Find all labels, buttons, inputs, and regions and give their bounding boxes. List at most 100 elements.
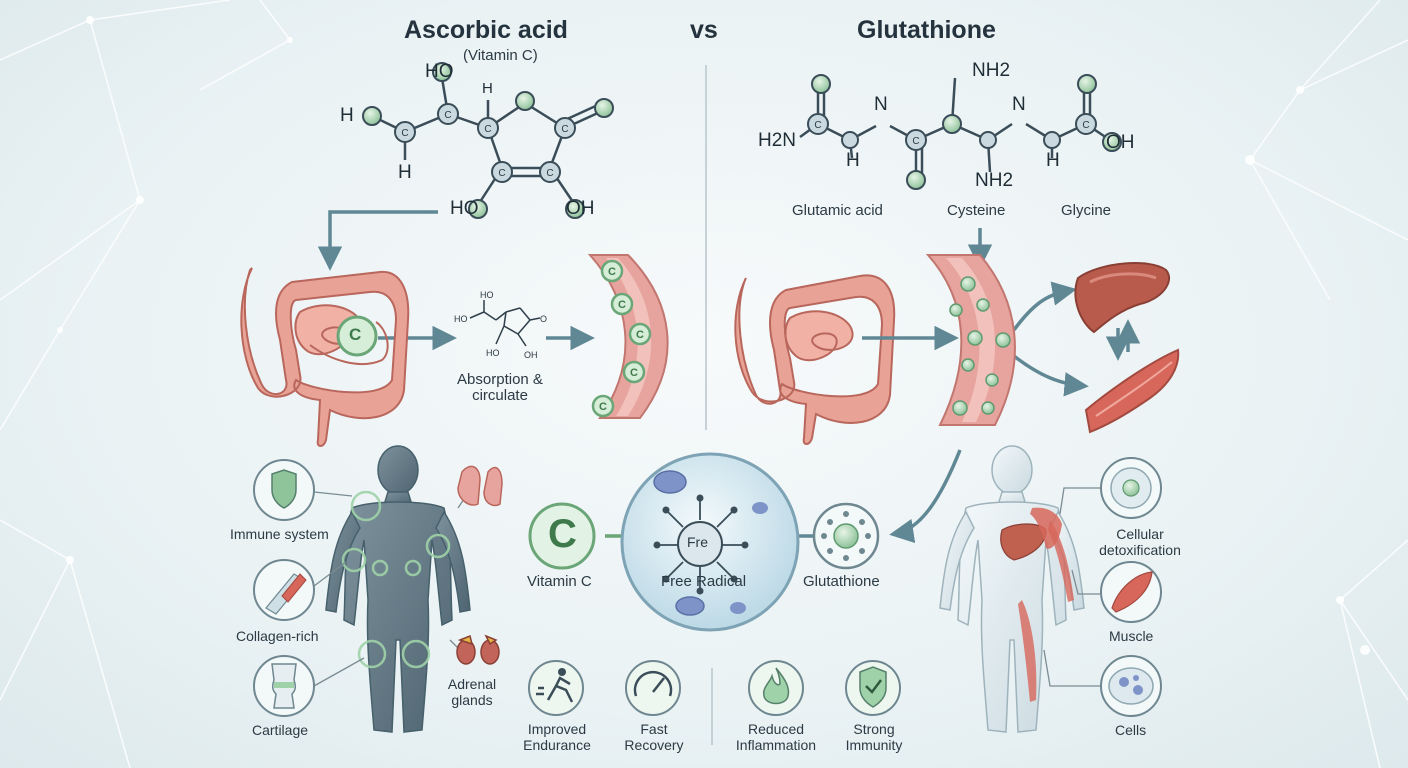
benefit-4-line-2: Immunity [845, 737, 903, 753]
mini-oh-bottom: OH [524, 350, 538, 360]
label-vitamin-c: Vitamin C [527, 573, 592, 590]
atom-h-left: H [340, 105, 354, 126]
benefit-3-line-2: Inflammation [735, 737, 817, 753]
atom-nh2-bottom: NH2 [975, 170, 1014, 191]
vitc-particle-3: C [636, 329, 644, 341]
adrenal-organ [456, 634, 500, 665]
amino-glutamic-acid: Glutamic acid [792, 202, 883, 219]
atom-n-1: N [874, 94, 888, 115]
callout-cartilage [253, 655, 315, 717]
label-immune-system: Immune system [230, 526, 329, 542]
mini-molecule [469, 300, 541, 347]
atom-oh-bottom: OH [566, 198, 595, 219]
lungs-organ [457, 465, 503, 507]
glutathione-atoms [807, 74, 1122, 190]
vitc-particles [591, 259, 652, 418]
svg-text:C: C [484, 124, 491, 135]
benefit-inflammation-icon [748, 660, 804, 716]
vitc-particle-2: C [618, 299, 626, 311]
vitamin-c-badge [528, 502, 596, 570]
ascorbic-atoms [362, 62, 614, 219]
atom-h-1: H [846, 150, 860, 171]
atom-h-bottom: H [398, 162, 412, 183]
benefit-4-line-1: Strong [853, 721, 895, 737]
callout-cells [1100, 655, 1162, 717]
svg-text:C: C [546, 168, 553, 179]
vitamin-c-symbol: C [548, 512, 577, 556]
atom-h-top: H [482, 80, 493, 97]
svg-text:C: C [444, 110, 451, 121]
atom-n-2: N [1012, 94, 1026, 115]
atom-ho-top: HO [425, 61, 454, 82]
atom-oh: OH [1106, 132, 1135, 153]
glutathione-particles [949, 276, 1011, 416]
body-right-organs [1000, 507, 1074, 702]
title-vs: vs [690, 16, 718, 44]
benefit-endurance-icon [528, 660, 584, 716]
blood-vessel-left [587, 254, 669, 419]
absorption-line-2: circulate [472, 387, 528, 404]
amino-cysteine: Cysteine [947, 202, 1006, 219]
mini-o: O [540, 314, 547, 324]
atom-h-2: H [1046, 150, 1060, 171]
intestine-right [734, 274, 896, 445]
atom-h2n: H2N [758, 130, 797, 151]
absorption-label: Absorption & circulate [457, 372, 543, 404]
svg-text:C: C [498, 168, 505, 179]
label-cellular-detoxification: Cellular detoxification [1099, 526, 1181, 558]
callout-muscle [1100, 561, 1162, 623]
label-adrenal-glands: Adrenal glands [448, 676, 496, 708]
benefit-improved-endurance: Improved Endurance [523, 721, 591, 753]
label-cartilage: Cartilage [252, 722, 309, 738]
label-muscle: Muscle [1109, 628, 1154, 644]
mini-ho-left: HO [454, 314, 468, 324]
callout-immune [253, 459, 315, 521]
benefit-fast-recovery: Fast Recovery [624, 721, 683, 753]
liver-organ [1074, 262, 1170, 334]
amino-glycine: Glycine [1061, 202, 1112, 219]
label-cells: Cells [1115, 722, 1147, 738]
mini-ho-top: HO [480, 290, 494, 300]
benefit-2-line-2: Recovery [624, 737, 684, 753]
adrenal-line-1: Adrenal [447, 676, 497, 692]
atom-nh2-top: NH2 [972, 60, 1011, 81]
vitc-particle-4: C [630, 367, 638, 379]
body-left-highlights [341, 490, 451, 669]
svg-text:C: C [814, 120, 821, 131]
benefit-recovery-icon [625, 660, 681, 716]
human-body-right [939, 445, 1085, 733]
free-radical-cell [620, 452, 800, 632]
cellular-line-2: detoxification [1099, 542, 1181, 558]
title-ascorbic-acid: Ascorbic acid [404, 16, 568, 44]
benefit-reduced-inflammation: Reduced Inflammation [736, 721, 816, 753]
title-glutathione: Glutathione [857, 16, 996, 44]
absorption-line-1: Absorption & [457, 371, 543, 388]
human-body-left [325, 445, 471, 733]
svg-text:C: C [912, 136, 919, 147]
benefit-1-line-1: Improved [527, 721, 587, 737]
intestine-vitc-symbol: C [349, 325, 362, 344]
svg-text:C: C [561, 124, 568, 135]
benefit-1-line-2: Endurance [523, 737, 591, 753]
callout-collagen [253, 559, 315, 621]
cellular-line-1: Cellular [1116, 526, 1164, 542]
svg-text:C: C [401, 128, 408, 139]
benefit-3-line-1: Reduced [747, 721, 805, 737]
label-collagen-rich: Collagen-rich [236, 628, 319, 644]
free-radical-core-text: Fre [687, 534, 708, 550]
mini-ho-bottom: HO [486, 348, 500, 358]
intestine-left [240, 267, 410, 447]
benefit-immunity-icon [845, 660, 901, 716]
svg-text:C: C [1082, 120, 1089, 131]
label-free-radical: Free Radical [661, 573, 747, 590]
connectors-right [1043, 487, 1106, 687]
label-glutathione: Glutathione [803, 573, 880, 590]
vitc-badge-intestine [336, 315, 378, 357]
benefit-strong-immunity: Strong Immunity [846, 721, 903, 753]
glutathione-badge [812, 502, 880, 570]
callout-cellular [1100, 457, 1162, 519]
benefit-2-line-1: Fast [640, 721, 668, 737]
